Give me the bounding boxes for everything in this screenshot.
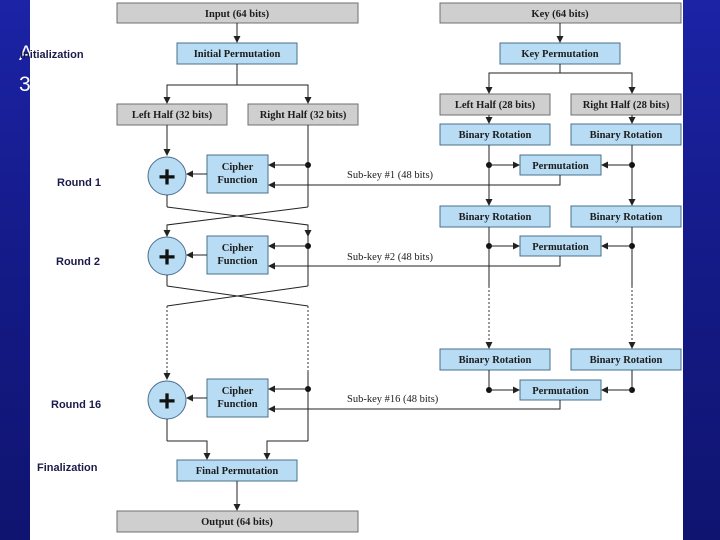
permutation-2-label: Permutation: [532, 242, 589, 253]
binary-rotation-l16: [439, 348, 551, 371]
cipher-function-16: [206, 378, 269, 418]
key-permutation-label: Key Permutation: [521, 49, 598, 60]
cipher-line2-1: Function: [217, 175, 257, 186]
cipher-line2-16: Function: [217, 399, 257, 410]
background-letter-a: A: [19, 42, 34, 65]
cipher-line1-1: Cipher: [222, 162, 254, 173]
label-round-2: Round 2: [56, 256, 100, 268]
binary-rotation-r16: [570, 348, 682, 371]
output-label: Output (64 bits): [201, 517, 273, 528]
binary-rotation-r2-label: Binary Rotation: [590, 212, 663, 223]
right-half-32-box: [247, 103, 359, 126]
initial-permutation-label: Initial Permutation: [194, 49, 281, 60]
xor-plus-16: +: [158, 385, 176, 418]
label-round-1: Round 1: [57, 177, 101, 189]
background-digit-3: 3: [19, 73, 31, 96]
key-label: Key (64 bits): [531, 9, 589, 20]
binary-rotation-l2-label: Binary Rotation: [459, 212, 532, 223]
input-label: Input (64 bits): [205, 9, 270, 20]
cipher-line2-2: Function: [217, 256, 257, 267]
permutation-1-label: Permutation: [532, 161, 589, 172]
final-permutation-label: Final Permutation: [196, 466, 279, 477]
subkey-16-label: Sub-key #16 (48 bits): [347, 394, 439, 405]
binary-rotation-r1: [570, 123, 682, 146]
xor-plus-2: +: [158, 241, 176, 274]
xor-plus-1: +: [158, 161, 176, 194]
left-half-28-box: [439, 93, 551, 116]
binary-rotation-l1-label: Binary Rotation: [459, 130, 532, 141]
output-box: [116, 510, 359, 533]
subkey-2-label: Sub-key #2 (48 bits): [347, 252, 434, 263]
subkey-1-label: Sub-key #1 (48 bits): [347, 170, 434, 181]
cipher-function-1: [206, 154, 269, 194]
binary-rotation-l2: [439, 205, 551, 228]
cipher-function-2: [206, 235, 269, 275]
cipher-line1-16: Cipher: [222, 386, 254, 397]
cipher-line1-2: Cipher: [222, 243, 254, 254]
binary-rotation-l16-label: Binary Rotation: [459, 355, 532, 366]
left-half-32-box: [116, 103, 228, 126]
right-half-28-box: [570, 93, 682, 116]
label-round-16: Round 16: [51, 399, 101, 411]
label-finalization: Finalization: [37, 462, 98, 474]
left-half-28-label: Left Half (28 bits): [455, 100, 536, 111]
binary-rotation-r2: [570, 205, 682, 228]
left-half-32-label: Left Half (32 bits): [132, 110, 213, 121]
diagram-panel: [30, 0, 683, 540]
right-half-28-label: Right Half (28 bits): [583, 100, 670, 111]
right-half-32-label: Right Half (32 bits): [260, 110, 347, 121]
binary-rotation-l1: [439, 123, 551, 146]
binary-rotation-r16-label: Binary Rotation: [590, 355, 663, 366]
binary-rotation-r1-label: Binary Rotation: [590, 130, 663, 141]
permutation-16-label: Permutation: [532, 386, 589, 397]
label-initialization: Initialization: [20, 49, 84, 61]
